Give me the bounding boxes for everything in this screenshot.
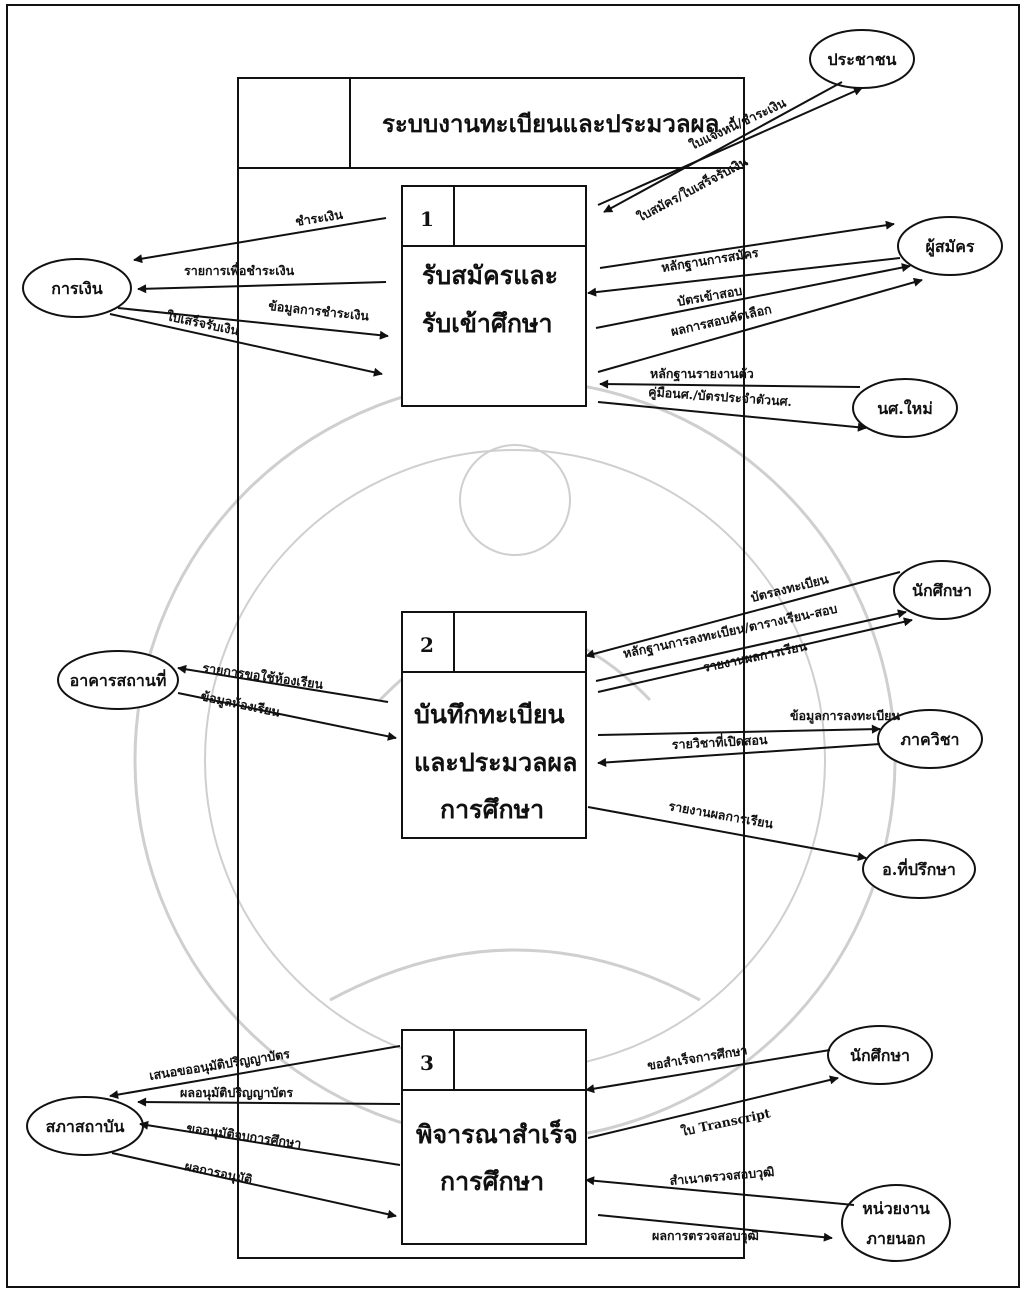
svg-text:อาคารสถานที่: อาคารสถานที่ [70,669,167,690]
flow-label-degree-result: ผลอนุมัติปริญญาบัตร [180,1085,293,1101]
process-2-line-1: บันทึกทะเบียน [414,700,565,729]
entity-finance: การเงิน [22,258,132,318]
process-2-line-2: และประมวลผล [414,748,577,777]
process-2-line-3: การศึกษา [440,795,544,824]
flow-label-pay-list: รายการเพื่อชำระเงิน [184,262,295,278]
flows-process-2 [177,571,913,861]
process-2: 2 บันทึกทะเบียน และประมวลผล การศึกษา [401,611,587,839]
svg-text:สภาสถาบัน: สภาสถาบัน [46,1117,125,1136]
svg-text:อ.ที่ปรึกษา: อ.ที่ปรึกษา [882,858,956,879]
entity-buildings: อาคารสถานที่ [57,650,179,710]
flow-label-report-evidence: หลักฐานรายงานตัว [650,366,754,382]
svg-text:หน่วยงาน: หน่วยงาน [862,1199,930,1218]
flows-process-3 [109,1045,855,1242]
flows-process-1 [109,81,923,432]
system-boundary [237,77,745,1259]
process-1-line-2: รับเข้าศึกษา [422,309,553,338]
svg-text:การเงิน: การเงิน [51,279,103,298]
svg-text:นักศึกษา: นักศึกษา [912,581,972,600]
page-frame [6,4,1020,1288]
process-2-number: 2 [420,633,434,657]
process-1: 1 รับสมัครและ รับเข้าศึกษา [401,185,587,407]
svg-text:นักศึกษา: นักศึกษา [850,1046,910,1065]
process-3-line-1: พิจารณาสำเร็จ [416,1119,578,1149]
process-3-line-2: การศึกษา [440,1167,544,1196]
entity-department: ภาควิชา [877,709,983,769]
svg-text:นศ.ใหม่: นศ.ใหม่ [877,399,933,418]
entity-new-student: นศ.ใหม่ [852,378,958,438]
system-title: ระบบงานทะเบียนและประมวลผล [382,109,719,138]
entity-council: สภาสถาบัน [26,1096,144,1156]
flow-label-pay: ชำระเงิน [294,207,344,229]
flow-label-qualification-result: ผลการตรวจสอบวุฒิ [652,1228,759,1244]
entity-advisor: อ.ที่ปรึกษา [862,839,976,899]
entity-external: หน่วยงาน ภายนอก [841,1184,951,1262]
process-1-line-1: รับสมัครและ [422,261,558,290]
entity-applicant: ผู้สมัคร [897,216,1003,276]
process-3-number: 3 [420,1051,434,1075]
entity-student-2: นักศึกษา [893,560,991,620]
flow-label-course-open: รายวิชาที่เปิดสอน [671,731,768,752]
svg-text:ภายนอก: ภายนอก [866,1229,925,1248]
process-3: 3 พิจารณาสำเร็จ การศึกษา [401,1029,587,1245]
flow-label-reg-info: ข้อมูลการลงทะเบียน [790,708,901,724]
svg-text:ภาควิชา: ภาควิชา [900,730,959,749]
svg-text:ประชาชน: ประชาชน [828,50,897,69]
process-1-number: 1 [420,207,434,231]
entity-student-3: นักศึกษา [827,1025,933,1085]
svg-text:ผู้สมัคร: ผู้สมัคร [926,237,975,258]
